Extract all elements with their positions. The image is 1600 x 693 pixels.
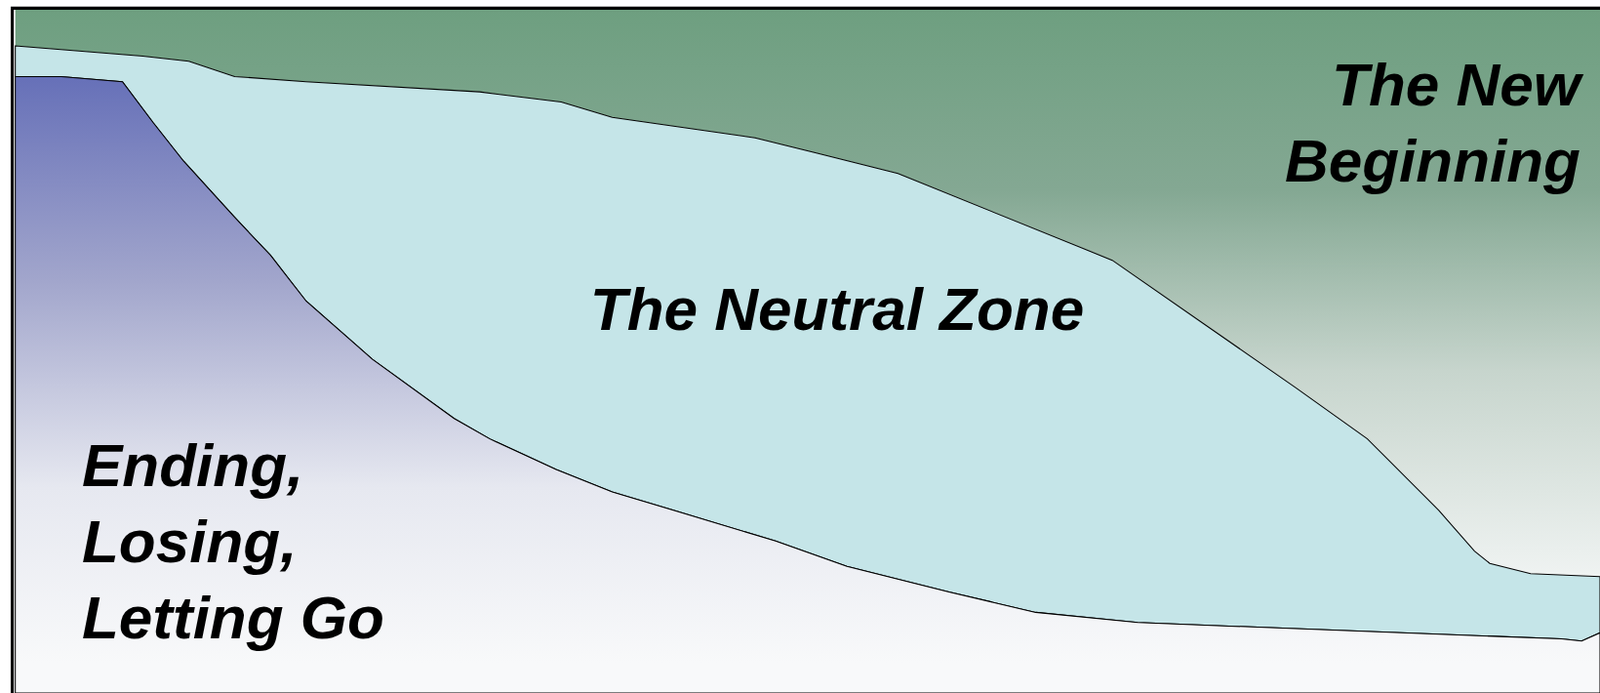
ending-label-region: Ending, Losing, Letting Go [81,427,453,656]
band-title: The New Beginning [1170,46,1581,200]
band-title: Ending, Losing, Letting Go [81,427,453,656]
neutral-zone-region: The Neutral Zone [583,271,1091,348]
band-title: The Neutral Zone [583,271,1091,348]
new-beginning-region: The New Beginning [1170,46,1581,200]
frame [12,7,1600,693]
